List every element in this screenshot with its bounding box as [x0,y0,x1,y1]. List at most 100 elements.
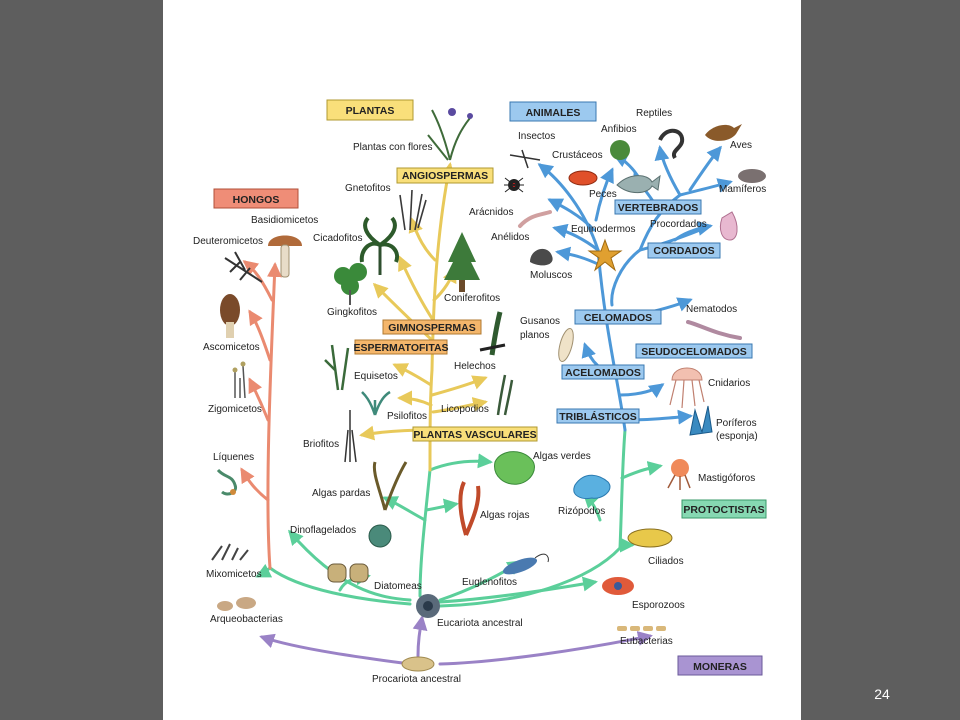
protoctistas-branches [255,428,663,608]
group-label-vertebrados: VERTEBRADOS [618,202,699,214]
group-angiospermas: ANGIOSPERMAS [396,167,494,184]
tree-of-life-diagram: PLANTAS HONGOS ANIMALES PROTOCTISTAS MON… [193,99,767,685]
label-basidiomicetos: Basidiomicetos [251,215,318,226]
label-crustaceos: Crustáceos [552,150,603,161]
kingdom-label-moneras: MONERAS [693,661,747,673]
label-esporozoos: Esporozoos [632,600,685,611]
eubacteria-icon [617,626,666,631]
label-algas-pardas: Algas pardas [312,488,370,499]
label-coniferofitos: Coniferofitos [444,293,500,304]
snake-icon [658,128,685,160]
label-rizopodos: Rizópodos [558,506,605,517]
morel-icon [220,294,240,338]
kingdom-label-plantas: PLANTAS [346,105,395,117]
label-algas-rojas: Algas rojas [480,510,529,521]
label-anfibios: Anfibios [601,124,637,135]
green-algae-icon [494,451,535,485]
label-dinoflagelados: Dinoflagelados [290,525,356,536]
group-label-plantas-vasculares: PLANTAS VASCULARES [413,429,536,441]
frog-icon [610,140,630,160]
label-procariota-ancestral: Procariota ancestral [372,674,461,685]
kingdom-animales: ANIMALES [509,101,597,122]
kingdom-protoctistas: PROTOCTISTAS [681,499,767,519]
label-psilofitos: Psilofitos [387,411,427,422]
slime-mold-icon [211,543,249,561]
label-aves: Aves [730,140,752,151]
spider-icon [504,177,524,193]
horsetail-icon [324,344,350,391]
sponge-icon [689,405,713,436]
brown-algae-icon [372,461,408,511]
label-poriferos-2: (esponja) [716,431,758,442]
psilophyte-icon [361,390,391,416]
flagellate-icon [667,459,691,490]
label-moluscos: Moluscos [530,270,572,281]
label-gnetofitos: Gnetofitos [345,183,391,194]
tunicate-icon [719,211,738,241]
label-mamiferos: Mamíferos [719,184,766,195]
label-gusanos-planos-1: Gusanos [520,316,560,327]
label-liquenes: Líquenes [213,452,254,463]
moneras-branches [259,615,653,666]
zygomycete-icon [232,361,246,399]
mushroom-icon [268,235,302,278]
organism-labels: Plantas con flores Gnetofitos Cicadofito… [193,108,766,685]
group-label-celomados: CELOMADOS [584,312,652,324]
label-gingkofitos: Gingkofitos [327,307,377,318]
ciliate-icon [627,528,673,548]
hongos-branches [240,260,282,570]
label-diatomeas: Diatomeas [374,581,422,592]
group-cordados: CORDADOS [647,242,721,259]
kingdom-plantas: PLANTAS [326,99,414,121]
group-label-gimnospermas: GIMNOSPERMAS [388,322,476,334]
annelid-icon [518,210,552,228]
ginkgo-icon [334,263,367,305]
label-zigomicetos: Zigomicetos [208,404,262,415]
label-eucariota-ancestral: Eucariota ancestral [437,618,523,629]
label-nematodos: Nematodos [686,304,737,315]
label-poriferos-1: Poríferos [716,418,757,429]
label-reptiles: Reptiles [636,108,672,119]
sporozoan-icon [602,577,634,595]
kingdom-label-protoctistas: PROTOCTISTAS [683,504,764,516]
ancestral-prokaryote-icon [401,656,435,672]
lichen-icon [216,468,238,496]
group-gimnospermas: GIMNOSPERMAS [382,319,482,335]
label-ciliados: Ciliados [648,556,684,567]
label-aracnidos: Arácnidos [469,207,513,218]
amoeba-icon [573,474,611,499]
label-anelidos: Anélidos [491,232,529,243]
gnetophyte-icon [399,189,427,231]
group-label-angiospermas: ANGIOSPERMAS [402,170,488,182]
label-equinodermos: Equinodermos [571,224,635,235]
slide: PLANTAS HONGOS ANIMALES PROTOCTISTAS MON… [163,0,801,720]
label-cicadofitos: Cicadofitos [313,233,362,244]
group-label-espermatofitas: ESPERMATOFITAS [353,342,448,354]
ancestral-eukaryote-icon [416,594,440,618]
dinoflagellate-icon [368,524,392,548]
group-label-acelomados: ACELOMADOS [565,367,641,379]
mammal-icon [738,169,766,183]
group-seudocelomados: SEUDOCELOMADOS [635,343,753,359]
group-label-cordados: CORDADOS [653,245,714,257]
insect-icon [509,149,541,169]
kingdom-label-hongos: HONGOS [233,194,280,206]
group-label-seudocelomados: SEUDOCELOMADOS [641,346,747,358]
label-deuteromicetos: Deuteromicetos [193,236,263,247]
fish-icon [616,174,661,194]
group-label-triblasticos: TRIBLÁSTICOS [559,410,637,423]
cycad-icon [359,216,399,275]
label-ascomicetos: Ascomicetos [203,342,260,353]
group-triblasticos: TRIBLÁSTICOS [556,408,640,424]
nematode-icon [686,320,742,340]
label-mastigoforos: Mastigóforos [698,473,755,484]
kingdom-label-animales: ANIMALES [526,107,581,119]
label-algas-verdes: Algas verdes [533,451,591,462]
euglena-icon [502,553,549,575]
label-licopodios: Licopodios [441,404,489,415]
conifer-icon [444,232,480,292]
archaea-icon [217,597,256,611]
group-celomados: CELOMADOS [574,309,662,325]
organism-illustrations [211,108,766,672]
group-plantas-vasculares: PLANTAS VASCULARES [412,426,538,442]
